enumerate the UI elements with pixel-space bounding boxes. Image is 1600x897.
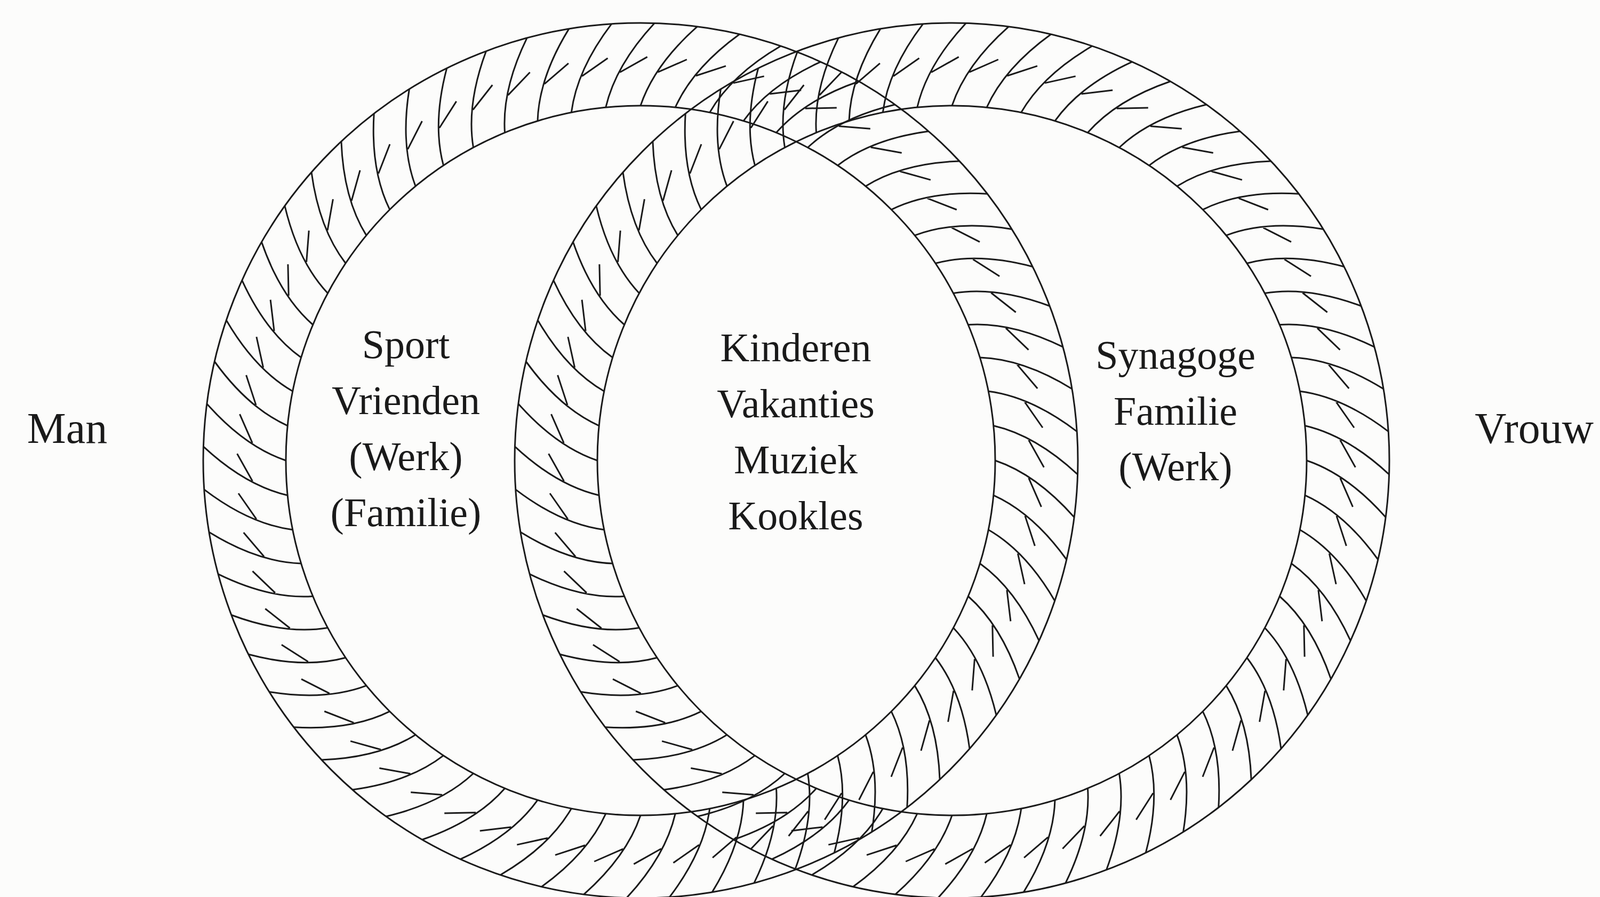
vrouw-circle: VrouwSynagoge Familie (Werk) [514,22,1390,897]
rope-inner-edge [285,105,996,815]
region-text: Synagoge Familie (Werk) [1095,326,1256,495]
overlap-region: Kinderen Vakanties Muziek Kookles [693,224,899,640]
rope-circle [514,22,1390,897]
rope-outer-edge [514,22,1390,897]
circle-heading: Vrouw [1474,402,1594,455]
rope-strands [514,22,1389,897]
rope-inner-edge [597,105,1307,815]
circle-heading: Man [27,402,108,455]
region-text: Kinderen Vakanties Muziek Kookles [716,319,875,544]
region-text: Sport Vrienden (Werk) (Familie) [330,316,482,541]
